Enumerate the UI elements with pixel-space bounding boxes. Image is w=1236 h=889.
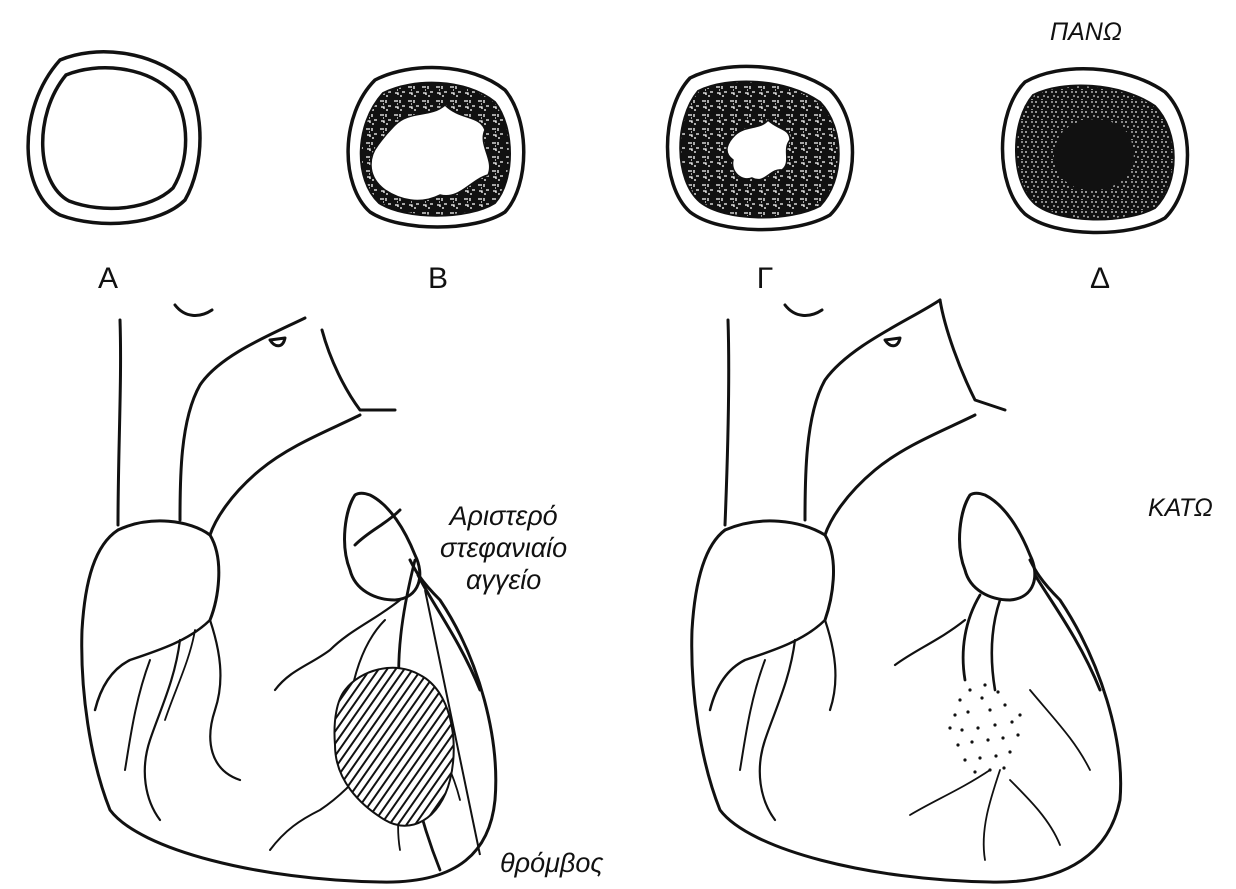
letter-b: Β	[428, 262, 448, 296]
left-coronary-label: Αριστερό στεφανιαίο αγγείο	[440, 500, 567, 596]
top-label: ΠΑΝΩ	[1050, 18, 1122, 47]
cross-section-d	[1003, 69, 1188, 233]
bottom-label: ΚΑΤΩ	[1148, 494, 1213, 523]
letter-a: Α	[98, 262, 118, 296]
left-coronary-line-3: αγγείο	[440, 564, 567, 596]
left-coronary-line-1: Αριστερό	[440, 500, 567, 532]
letter-d: Δ	[1090, 262, 1110, 296]
heart-right	[692, 300, 1121, 882]
cross-section-b	[348, 68, 524, 227]
infarct-hatch	[334, 668, 453, 826]
cross-section-a	[28, 52, 200, 224]
infarct-stipple	[948, 683, 1021, 773]
letter-g: Γ	[757, 262, 774, 296]
cross-section-g	[668, 66, 853, 229]
thrombus-label: θρόμβος	[500, 848, 604, 879]
left-coronary-line-2: στεφανιαίο	[440, 532, 567, 564]
